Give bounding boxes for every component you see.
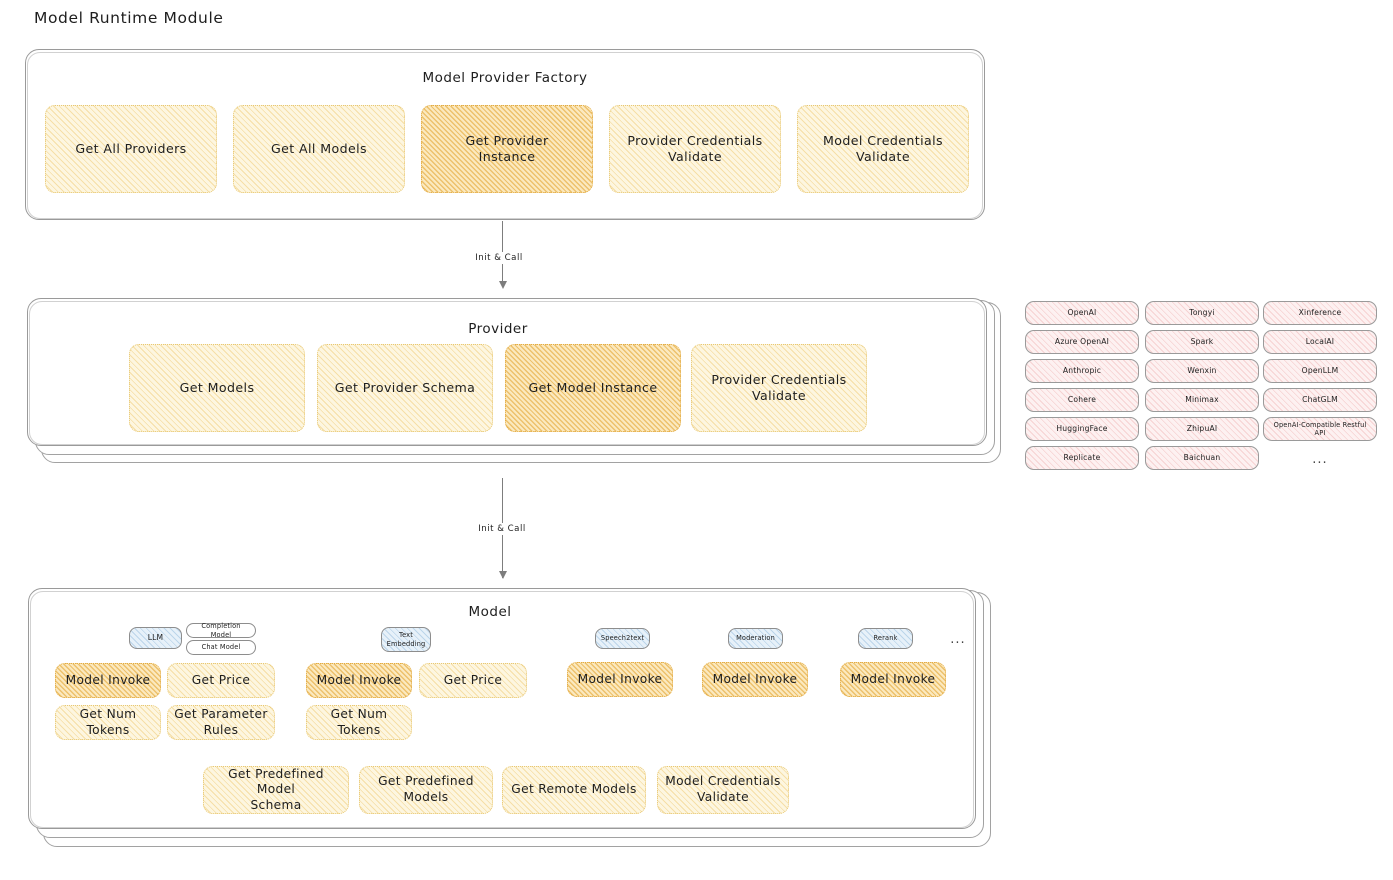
provider-pill-azure-openai[interactable]: Azure OpenAI: [1025, 330, 1139, 354]
provider-pill-tongyi[interactable]: Tongyi: [1145, 301, 1259, 325]
provider-pill-openai[interactable]: OpenAI: [1025, 301, 1139, 325]
model-moderation-box-model-invoke[interactable]: Model Invoke: [702, 662, 808, 697]
provider-pill-zhipuai[interactable]: ZhipuAI: [1145, 417, 1259, 441]
provider-pill-anthropic[interactable]: Anthropic: [1025, 359, 1139, 383]
arrow-factory-to-provider-head: [498, 281, 507, 289]
factory-box-get-all-models[interactable]: Get All Models: [233, 105, 405, 193]
model-subtag-completion-model[interactable]: Completion Model: [186, 622, 256, 639]
factory-box-model-credentials-validate[interactable]: Model Credentials Validate: [797, 105, 969, 193]
model-common-box-model-credentials-validate[interactable]: Model Credentials Validate: [657, 766, 789, 814]
page-title: Model Runtime Module: [34, 9, 224, 27]
model-embedding-box-model-invoke[interactable]: Model Invoke: [306, 663, 412, 698]
model-type-pill-llm[interactable]: LLM: [129, 627, 182, 649]
model-speech2text-box-model-invoke[interactable]: Model Invoke: [567, 662, 673, 697]
arrow-label-init-call-1: Init & Call: [472, 252, 526, 264]
factory-box-get-all-providers[interactable]: Get All Providers: [45, 105, 217, 193]
arrow-label-init-call-2: Init & Call: [475, 523, 529, 535]
provider-pill-baichuan[interactable]: Baichuan: [1145, 446, 1259, 470]
provider-box-get-model-instance[interactable]: Get Model Instance: [505, 344, 681, 432]
model-type-pill-speech2text[interactable]: Speech2text: [595, 628, 650, 649]
factory-box-get-provider-instance[interactable]: Get Provider Instance: [421, 105, 593, 193]
provider-pill-openllm[interactable]: OpenLLM: [1263, 359, 1377, 383]
provider-pill-huggingface[interactable]: HuggingFace: [1025, 417, 1139, 441]
model-rerank-box-model-invoke[interactable]: Model Invoke: [840, 662, 946, 697]
model-llm-box-get-num-tokens[interactable]: Get Num Tokens: [55, 705, 161, 740]
provider-pill-minimax[interactable]: Minimax: [1145, 388, 1259, 412]
model-subtag-chat-model[interactable]: Chat Model: [186, 640, 256, 655]
factory-title: Model Provider Factory: [422, 70, 588, 86]
provider-box-get-models[interactable]: Get Models: [129, 344, 305, 432]
provider-pill-wenxin[interactable]: Wenxin: [1145, 359, 1259, 383]
provider-pill-xinference[interactable]: Xinference: [1263, 301, 1377, 325]
model-type-pill-text-embedding[interactable]: Text Embedding: [381, 627, 431, 652]
model-title: Model: [468, 604, 512, 620]
model-llm-box-model-invoke[interactable]: Model Invoke: [55, 663, 161, 698]
provider-pill-openai-compatible-restful-api[interactable]: OpenAI-Compatible Restful API: [1263, 417, 1377, 441]
model-common-box-get-predefined-models[interactable]: Get Predefined Models: [359, 766, 493, 814]
provider-pill-chatglm[interactable]: ChatGLM: [1263, 388, 1377, 412]
model-llm-box-get-parameter-rules[interactable]: Get Parameter Rules: [167, 705, 275, 740]
model-common-box-get-remote-models[interactable]: Get Remote Models: [502, 766, 646, 814]
model-llm-box-get-price[interactable]: Get Price: [167, 663, 275, 698]
model-type-pill-moderation[interactable]: Moderation: [728, 628, 783, 649]
provider-title: Provider: [468, 321, 528, 337]
model-embedding-box-get-price[interactable]: Get Price: [419, 663, 527, 698]
provider-pill-localai[interactable]: LocalAI: [1263, 330, 1377, 354]
model-type-pill-rerank[interactable]: Rerank: [858, 628, 913, 649]
model-common-box-get-predefined-model-schema[interactable]: Get Predefined Model Schema: [203, 766, 349, 814]
model-embedding-box-get-num-tokens[interactable]: Get Num Tokens: [306, 705, 412, 740]
provider-box-provider-credentials-validate[interactable]: Provider Credentials Validate: [691, 344, 867, 432]
factory-box-provider-credentials-validate[interactable]: Provider Credentials Validate: [609, 105, 781, 193]
provider-box-get-provider-schema[interactable]: Get Provider Schema: [317, 344, 493, 432]
provider-list-more: ...: [1312, 452, 1328, 467]
provider-pill-cohere[interactable]: Cohere: [1025, 388, 1139, 412]
provider-pill-replicate[interactable]: Replicate: [1025, 446, 1139, 470]
provider-pill-spark[interactable]: Spark: [1145, 330, 1259, 354]
model-groups-more: ...: [950, 632, 966, 647]
arrow-provider-to-model-head: [498, 571, 507, 579]
